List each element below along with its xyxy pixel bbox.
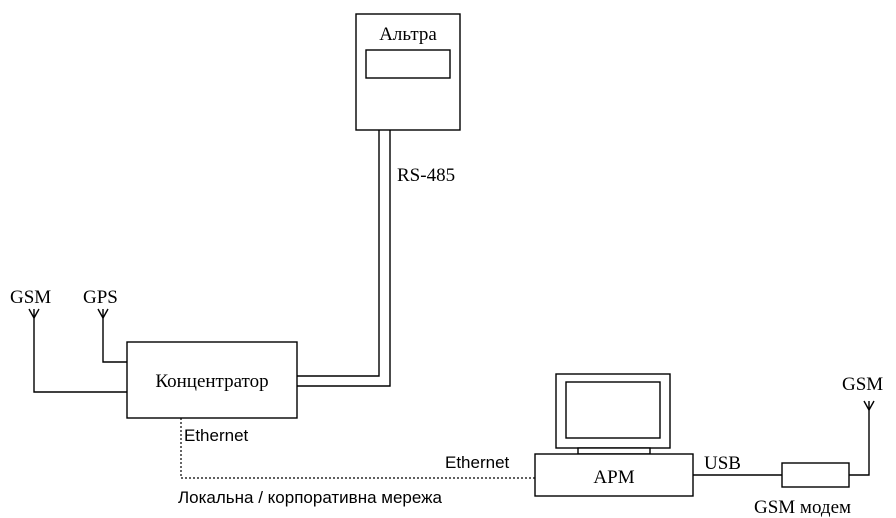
gsm-modem-label: GSM модем xyxy=(754,497,851,518)
gsm-modem-box xyxy=(781,462,850,488)
conc-ethernet-label: Ethernet xyxy=(184,426,249,445)
concentrator-box xyxy=(126,341,298,419)
workstation: АРМ xyxy=(534,453,694,497)
rs485-label: RS-485 xyxy=(397,165,455,186)
ethernet-link xyxy=(180,418,535,479)
concentrator-label: Концентратор xyxy=(155,371,268,392)
workstation-label: АРМ xyxy=(593,467,634,488)
monitor-icon xyxy=(555,373,671,455)
altra-meter-display xyxy=(365,49,451,79)
conc-gps-label: GPS xyxy=(83,287,118,308)
usb-label: USB xyxy=(704,453,741,474)
gps-antenna-icon xyxy=(97,308,127,363)
altra-meter: Альтра xyxy=(355,13,461,131)
network-label: Локальна / корпоративна мережа xyxy=(178,488,443,507)
concentrator: Концентратор xyxy=(126,341,298,419)
gsm-modem xyxy=(781,462,850,488)
rs485-cable xyxy=(297,130,391,387)
workstation-box xyxy=(534,453,694,497)
modem-gsm-label: GSM xyxy=(842,374,883,395)
gsm-antenna-icon xyxy=(28,308,127,393)
conc-gsm-label: GSM xyxy=(10,287,51,308)
arm-ethernet-label: Ethernet xyxy=(445,453,510,472)
modem-gsm-antenna-icon xyxy=(849,400,875,476)
altra-meter-label: Альтра xyxy=(379,24,437,45)
